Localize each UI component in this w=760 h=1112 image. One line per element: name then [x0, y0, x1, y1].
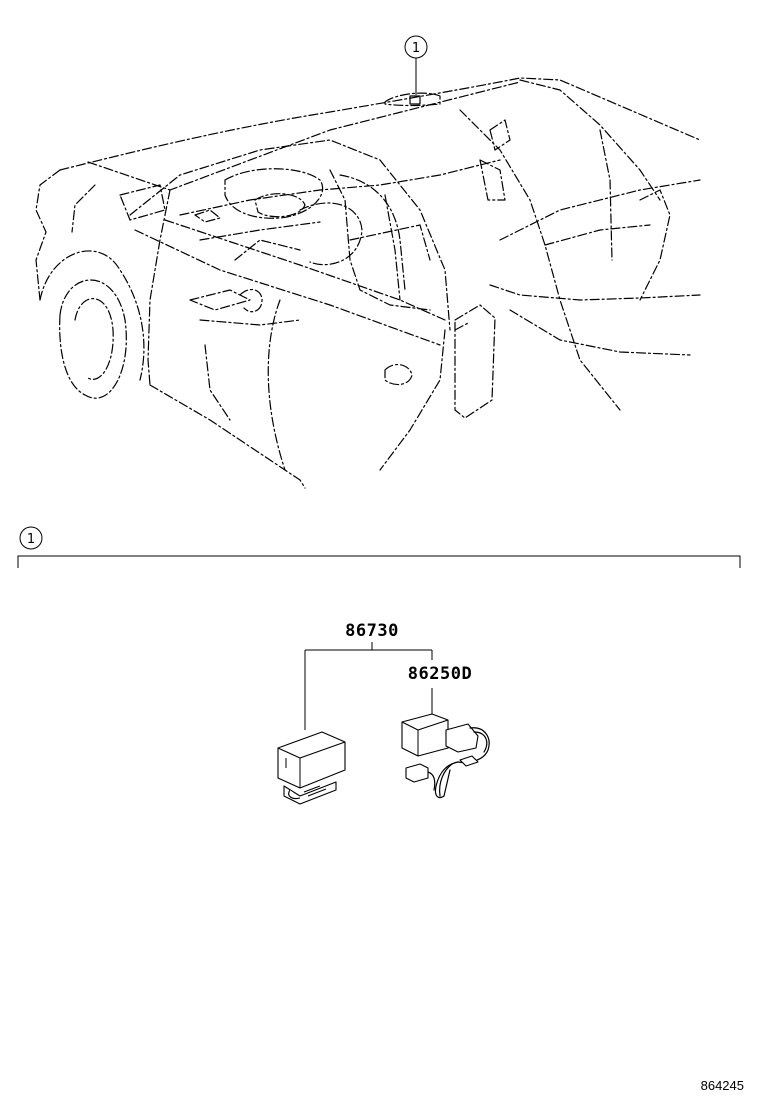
figure-reference: 864245 [701, 1078, 744, 1093]
part-number-86250d[interactable]: 86250D [408, 664, 472, 684]
vehicle-illustration [35, 77, 701, 489]
control-unit-part[interactable] [277, 731, 346, 805]
section-callout-1-label: 1 [27, 532, 35, 547]
leader-line-86730 [304, 642, 433, 730]
section-callout-1[interactable]: 1 [19, 526, 43, 550]
section-bracket-line [17, 555, 741, 568]
sensor-harness-part[interactable] [401, 713, 490, 799]
callout-1-top-label: 1 [412, 41, 420, 56]
part-number-86730[interactable]: 86730 [345, 621, 399, 641]
callout-1-top[interactable]: 1 [404, 35, 428, 95]
